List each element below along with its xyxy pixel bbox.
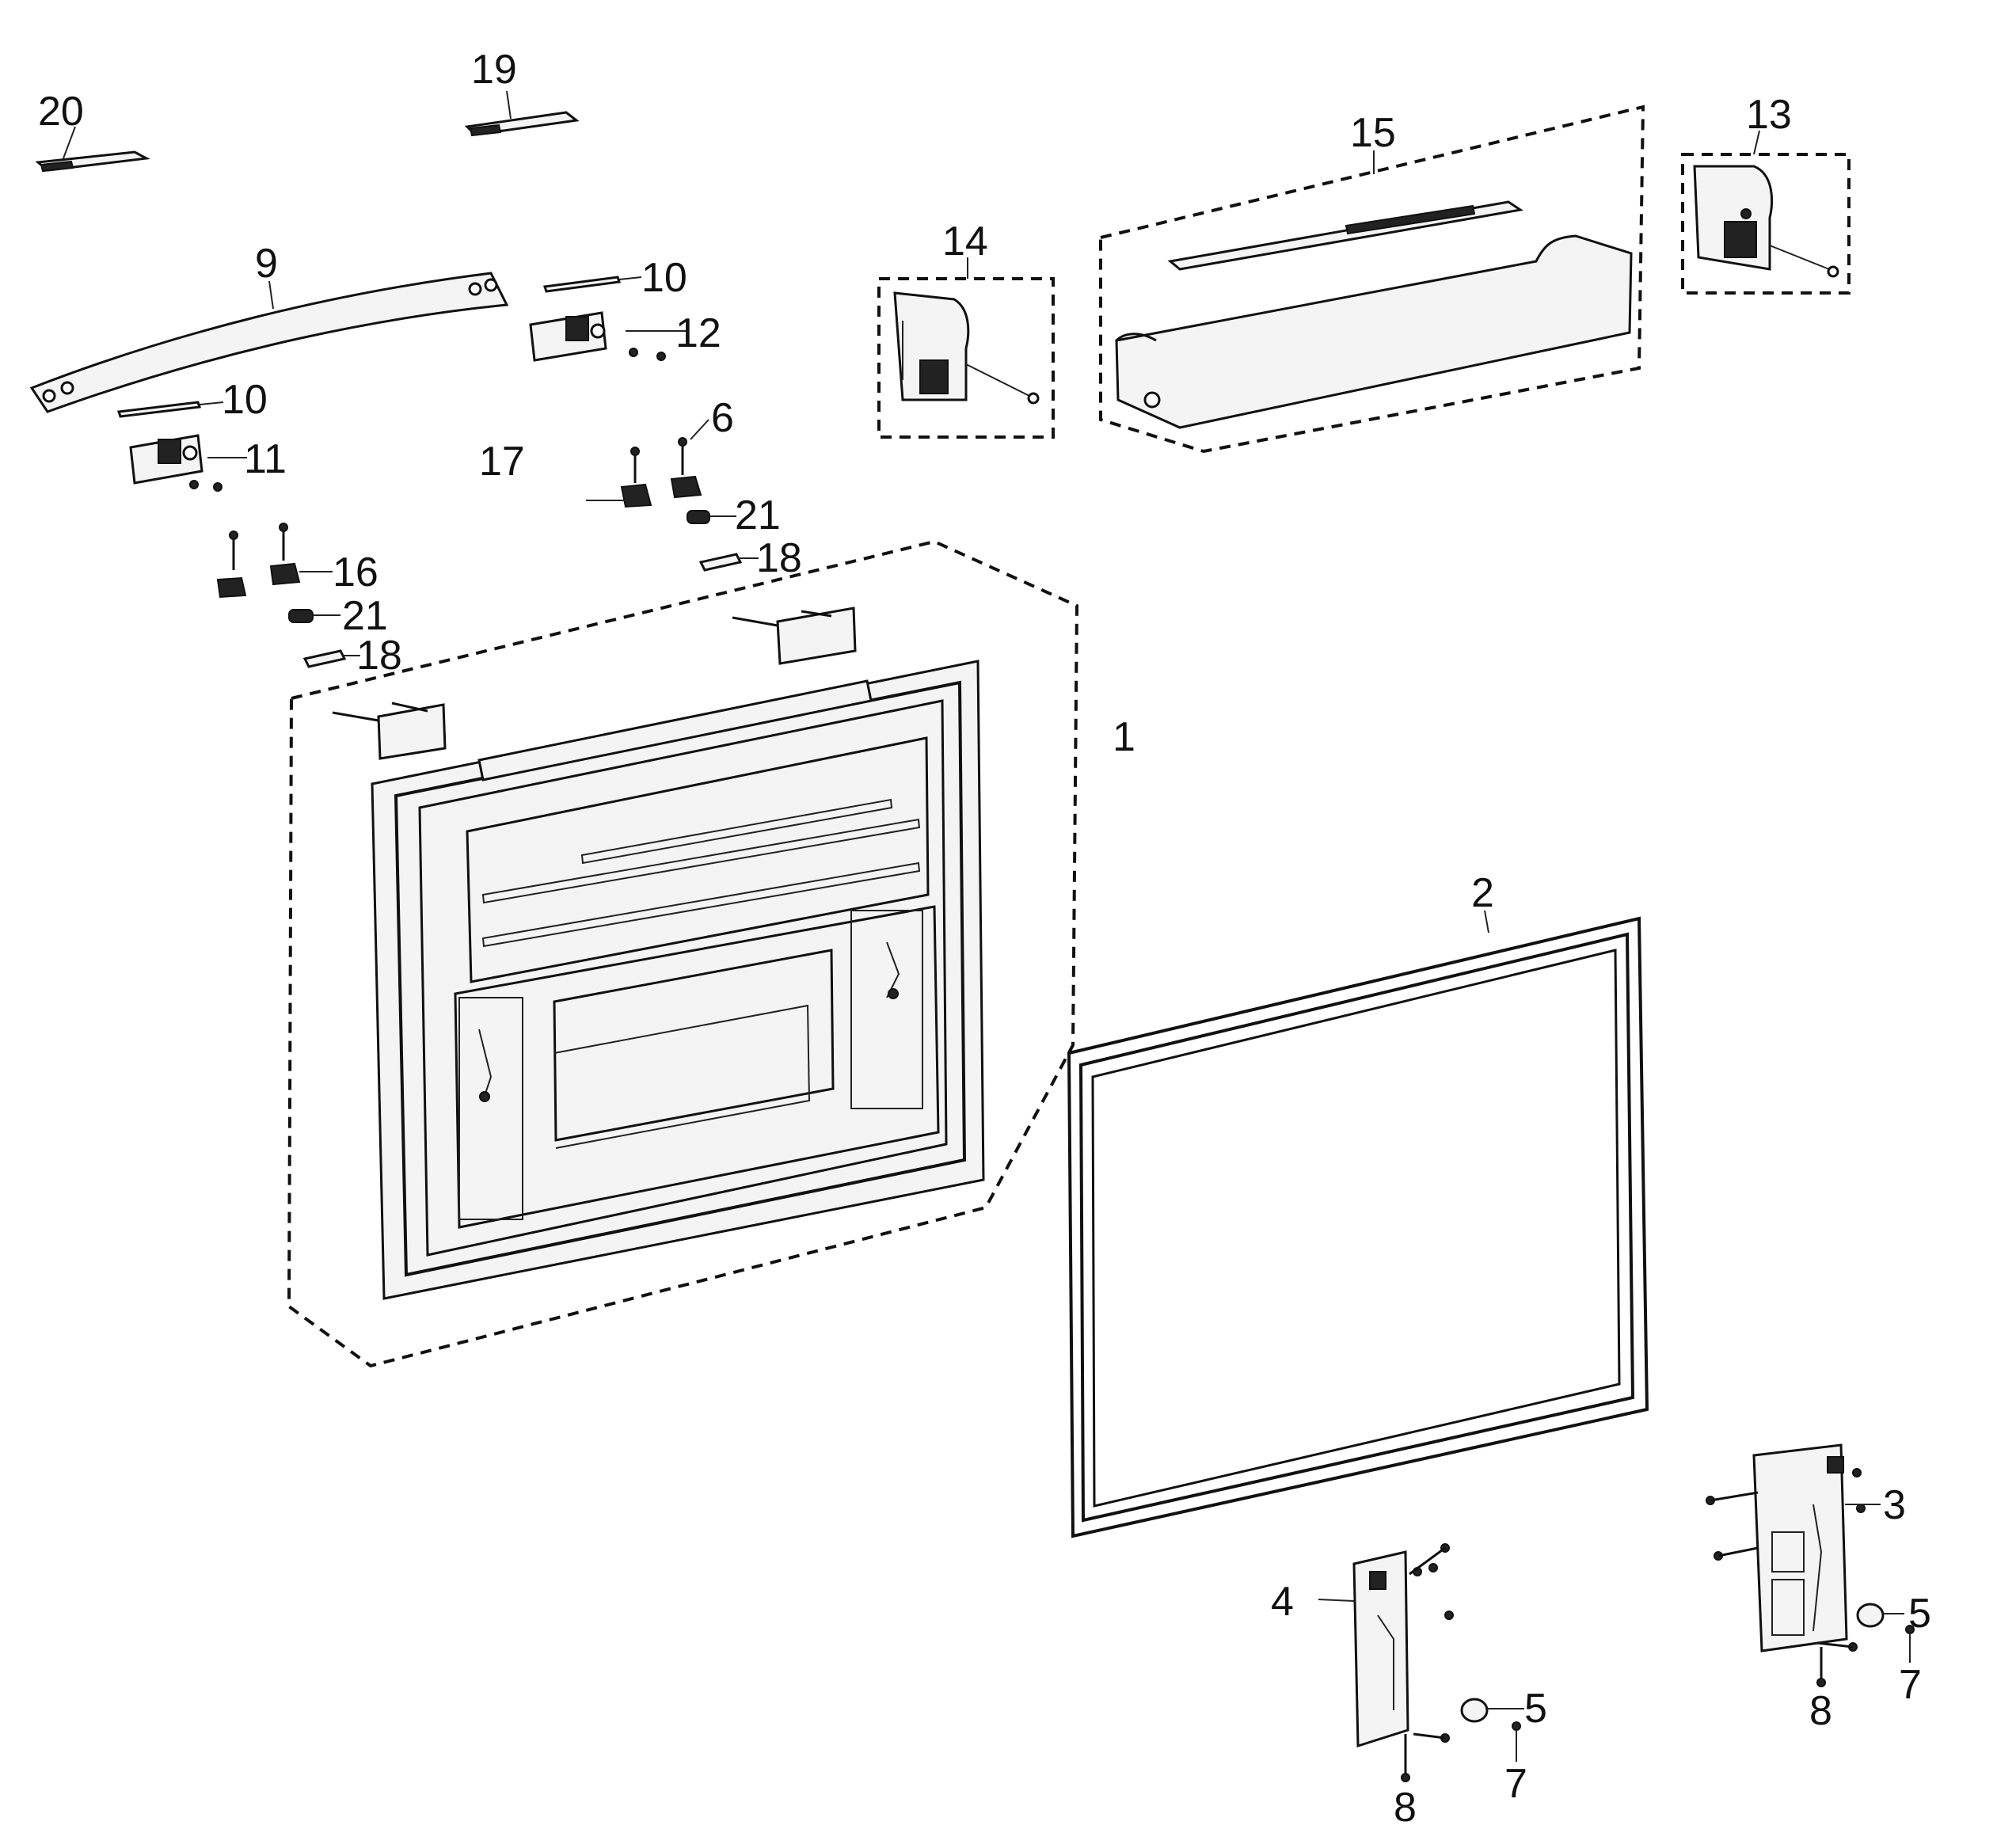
part-5-cap-left — [1460, 1698, 1524, 1723]
part-20-trim-cover — [35, 126, 150, 173]
part-13-bin-bracket — [1681, 130, 1851, 295]
part-8-screw-right — [1816, 1647, 1826, 1687]
callout-8-left: 8 — [1394, 1785, 1417, 1831]
part-8-screw-left — [1401, 1734, 1410, 1782]
callout-10-lower: 10 — [222, 377, 268, 423]
part-10-pin-lower — [116, 401, 224, 418]
part-6-cam — [670, 419, 709, 499]
callout-5-left: 5 — [1524, 1686, 1547, 1732]
callout-20: 20 — [38, 89, 84, 135]
callout-12: 12 — [675, 310, 721, 356]
part-21-spring-right — [687, 510, 736, 524]
part-10-pin-upper — [543, 276, 642, 293]
callout-10-upper: 10 — [641, 255, 687, 301]
part-16-cam-left — [216, 523, 333, 599]
callout-13: 13 — [1746, 92, 1792, 138]
callout-8-right: 8 — [1809, 1688, 1832, 1734]
callout-6: 6 — [711, 395, 734, 441]
callout-3: 3 — [1883, 1482, 1906, 1528]
callout-17: 17 — [479, 439, 525, 485]
part-18-clip-left — [302, 649, 360, 668]
callout-1: 1 — [1113, 714, 1135, 760]
callout-18-right: 18 — [756, 535, 802, 581]
part-5-cap-right — [1856, 1603, 1904, 1628]
part-12-hinge-bracket — [529, 311, 689, 362]
part-19-trim-cover — [464, 90, 580, 137]
callout-labels: 20 19 9 10 12 10 11 17 6 21 18 16 21 18 … — [38, 47, 1931, 1831]
callout-4: 4 — [1271, 1579, 1294, 1625]
part-11-hinge-bracket — [129, 434, 247, 492]
callout-5-right: 5 — [1908, 1591, 1931, 1637]
part-15-door-bin — [1099, 105, 1645, 454]
callout-21-right: 21 — [735, 492, 781, 538]
callout-7-right: 7 — [1899, 1662, 1922, 1708]
callout-2: 2 — [1471, 870, 1494, 916]
callout-7-left: 7 — [1504, 1761, 1527, 1807]
part-7-screw-left — [1512, 1721, 1521, 1762]
callout-15: 15 — [1350, 110, 1396, 156]
callout-9: 9 — [255, 241, 278, 287]
part-18-clip-right — [698, 553, 759, 572]
part-21-spring-left — [288, 609, 340, 623]
part-7-screw-right — [1905, 1625, 1915, 1663]
part-4-hinge-bracket — [1318, 1543, 1454, 1748]
part-2-door-gasket — [1067, 910, 1649, 1538]
callout-14: 14 — [942, 219, 988, 264]
callout-18-left: 18 — [356, 633, 402, 679]
callout-21-left: 21 — [342, 593, 388, 639]
callout-16: 16 — [333, 550, 378, 595]
part-17-cam-left-screw — [586, 447, 652, 508]
part-3-hinge-bracket — [1706, 1443, 1881, 1652]
part-9-door-handle — [29, 272, 509, 413]
callout-11: 11 — [244, 436, 287, 482]
part-14-bin-bracket — [877, 257, 1055, 439]
callout-19: 19 — [471, 47, 517, 93]
part-1-door-assembly — [287, 539, 1079, 1368]
